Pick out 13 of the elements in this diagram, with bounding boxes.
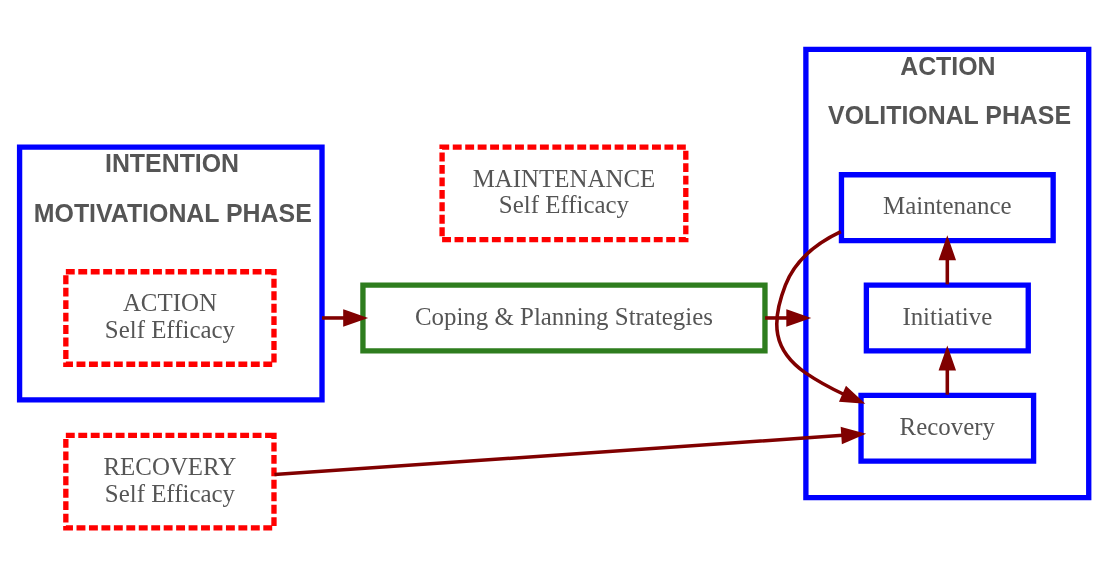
arrow — [322, 309, 369, 327]
arrow — [775, 230, 866, 404]
arrow — [274, 426, 867, 477]
node-box: ACTION Self Efficacy — [63, 269, 277, 367]
node-box: Maintenance — [838, 172, 1056, 244]
arrow — [938, 235, 957, 285]
node-box: RECOVERY Self Efficacy — [63, 432, 277, 531]
node-box: MAINTENANCE Self Efficacy — [439, 144, 689, 243]
node-box: Coping & Planning Strategies — [360, 282, 768, 354]
arrow — [765, 309, 812, 327]
arrow — [938, 345, 957, 395]
node-box: Recovery — [858, 392, 1037, 464]
node-box: Initiative — [863, 282, 1031, 354]
